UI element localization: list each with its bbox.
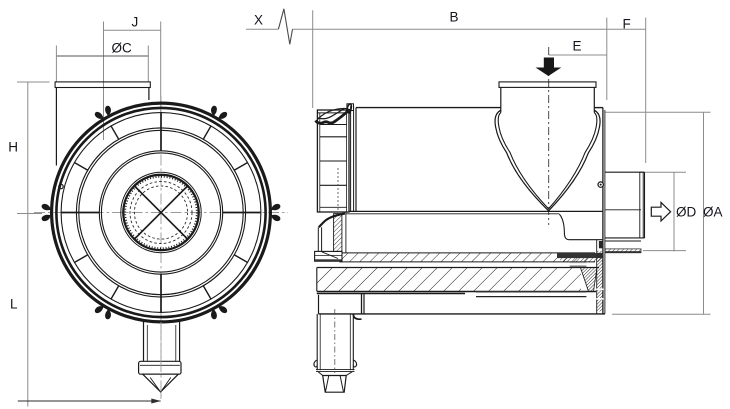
svg-text:ØA: ØA: [703, 205, 723, 220]
svg-text:B: B: [450, 10, 459, 25]
svg-text:F: F: [623, 17, 631, 32]
svg-text:E: E: [573, 39, 582, 54]
svg-text:ØD: ØD: [676, 205, 697, 220]
svg-text:H: H: [8, 140, 18, 155]
svg-text:J: J: [132, 15, 139, 30]
svg-text:X: X: [254, 13, 263, 28]
svg-text:L: L: [10, 297, 18, 312]
svg-text:ØC: ØC: [112, 41, 133, 56]
